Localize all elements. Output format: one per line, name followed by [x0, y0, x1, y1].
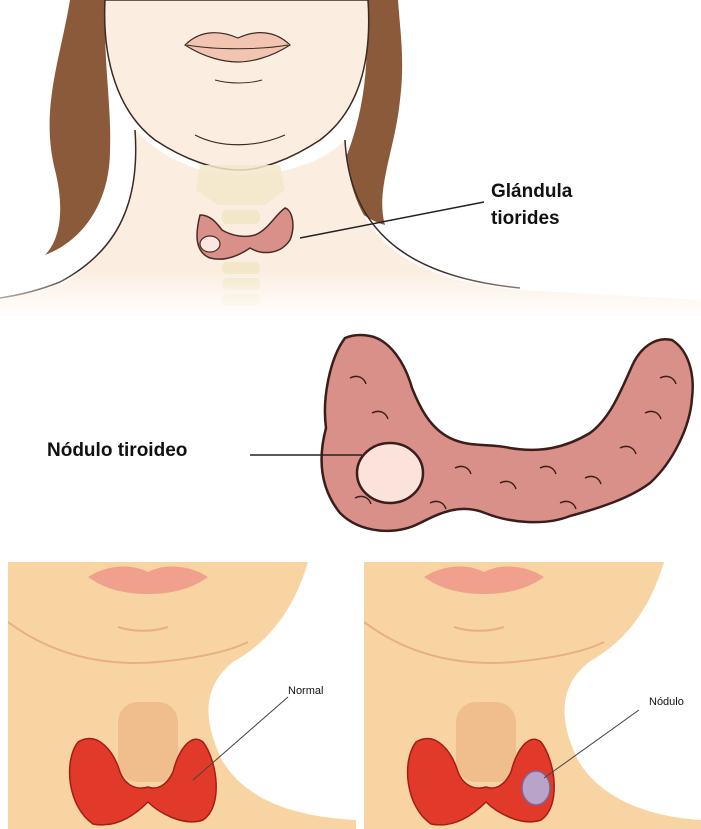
hair-left — [45, 0, 110, 255]
gland-label-line-2: tiorides — [491, 207, 560, 230]
normal-label: Normal — [288, 685, 323, 697]
nodulo-label: Nódulo — [649, 696, 684, 708]
nodule-label: Nódulo tiroideo — [47, 440, 187, 462]
gland-label-line-1: Glándula — [491, 180, 572, 203]
nodule-large — [357, 443, 423, 503]
nodule-small — [200, 236, 220, 252]
neck-illustration-top — [0, 0, 701, 318]
thyroid-closeup — [0, 318, 701, 550]
